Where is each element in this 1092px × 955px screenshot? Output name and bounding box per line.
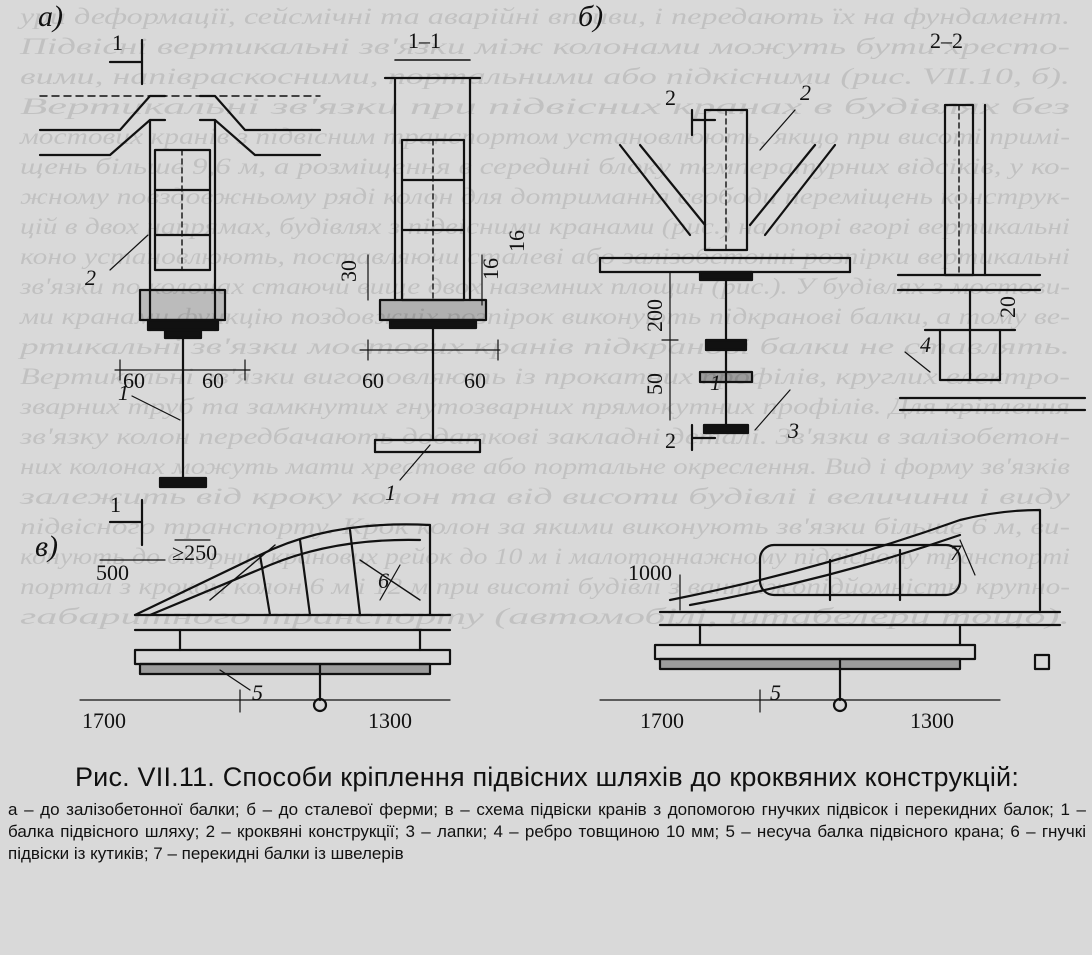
bleed-through-line: коно установлюють, поставляючи сталеві а… bbox=[20, 244, 1070, 269]
bleed-through-line: щень більше 9,6 м, а розміщення в середи… bbox=[20, 154, 1070, 179]
dim-500: 500 bbox=[96, 560, 129, 585]
bleed-through-line: підвісного транспорту. Крок колон за яки… bbox=[20, 514, 1070, 539]
dim-1300-right: 1300 bbox=[910, 708, 954, 733]
bleed-through-line: Вертикальні зв'язки виготовляють із прок… bbox=[20, 364, 1070, 389]
panel-label-v: в) bbox=[35, 530, 58, 563]
dim-60-s1-left: 60 bbox=[362, 368, 384, 393]
bleed-through-line: жному повздовжньому ряді колон для дотри… bbox=[20, 184, 1070, 209]
bleed-through-line: мостових кранів з підвісним транспортом … bbox=[19, 124, 1070, 149]
panel-a-drawing bbox=[38, 38, 322, 547]
bleed-through-line: Вертикальні зв'язки при підвісних кранах… bbox=[20, 94, 1070, 119]
dim-16-s1: 16 bbox=[478, 258, 503, 280]
callout-2-cut-b-top: 2 bbox=[665, 85, 676, 110]
callout-2-cut-b-bottom: 2 bbox=[665, 428, 676, 453]
callout-5-right: 5 bbox=[770, 680, 781, 705]
section-label-2-2: 2–2 bbox=[930, 28, 963, 53]
panel-v-right-drawing bbox=[599, 508, 1062, 713]
figure-drawing: ури деформації, сейсмічні та аварійні вп… bbox=[17, 0, 1087, 733]
section-2-2-drawing bbox=[896, 103, 1087, 412]
callout-1-panel-b: 1 bbox=[710, 370, 721, 395]
callout-3-panel-b: 3 bbox=[787, 418, 799, 443]
bleed-through-line: залежить від кроку колон та від висоти б… bbox=[18, 484, 1071, 509]
callout-1-cut-top: 1 bbox=[112, 30, 123, 55]
dim-1700-left: 1700 bbox=[82, 708, 126, 733]
dim-20: 20 bbox=[995, 296, 1020, 318]
callout-6: 6 bbox=[378, 568, 389, 593]
callout-2-panel-b: 2 bbox=[800, 80, 811, 105]
dim-30: 30 bbox=[336, 260, 361, 282]
dim-1700-right: 1700 bbox=[640, 708, 684, 733]
bleed-through-line: ури деформації, сейсмічні та аварійні вп… bbox=[17, 4, 1070, 29]
dim-50: 50 bbox=[642, 373, 667, 395]
callout-7: 7 bbox=[950, 540, 962, 565]
dim-60-a-left: 60 bbox=[123, 368, 145, 393]
caption-legend: а – до залізобетонної балки; б – до стал… bbox=[8, 800, 1086, 863]
panel-label-a: а) bbox=[38, 0, 63, 33]
dim-16-b: 16 bbox=[504, 230, 529, 252]
bleed-through-line: зв'язку колон передбачають додаткові зак… bbox=[19, 424, 1070, 449]
bleed-through-line: Підвісні вертикальні зв'язки між колонам… bbox=[18, 34, 1070, 59]
callout-1-cut-bottom: 1 bbox=[110, 492, 121, 517]
bleed-through-line: них колонах можуть мати хрестове або пор… bbox=[20, 454, 1070, 479]
dim-60-s1-right: 60 bbox=[464, 368, 486, 393]
section-1-1-drawing bbox=[359, 59, 501, 481]
bleed-through-line: вими, напівраскосними, портальними або п… bbox=[20, 64, 1070, 89]
callout-4-section-2-2: 4 bbox=[920, 332, 931, 357]
dim-60-a-right: 60 bbox=[202, 368, 224, 393]
bleed-through-line: зв'язки по колонах стаючи вище двох назе… bbox=[19, 274, 1070, 299]
panel-v-left-drawing bbox=[79, 523, 452, 713]
dim-250: ≥250 bbox=[172, 540, 217, 565]
callout-5-left: 5 bbox=[252, 680, 263, 705]
bleed-through-line: зварних труб та замкнутих гнутозварних п… bbox=[19, 394, 1070, 419]
panel-label-b: б) bbox=[578, 0, 603, 33]
callout-1-section-1-1: 1 bbox=[385, 480, 396, 505]
callout-2-panel-a: 2 bbox=[85, 265, 96, 290]
callout-1-panel-a: 1 bbox=[118, 380, 129, 405]
figure-caption: Рис. VII.11. Способи кріплення підвісних… bbox=[8, 762, 1086, 865]
dim-1300-left: 1300 bbox=[368, 708, 412, 733]
caption-title: Рис. VII.11. Способи кріплення підвісних… bbox=[74, 762, 1020, 792]
section-label-1-1: 1–1 bbox=[408, 28, 441, 53]
bleed-through-text: ури деформації, сейсмічні та аварійні вп… bbox=[17, 4, 1072, 629]
dim-200: 200 bbox=[642, 299, 667, 332]
dim-1000: 1000 bbox=[628, 560, 672, 585]
panel-b-drawing bbox=[598, 108, 852, 452]
